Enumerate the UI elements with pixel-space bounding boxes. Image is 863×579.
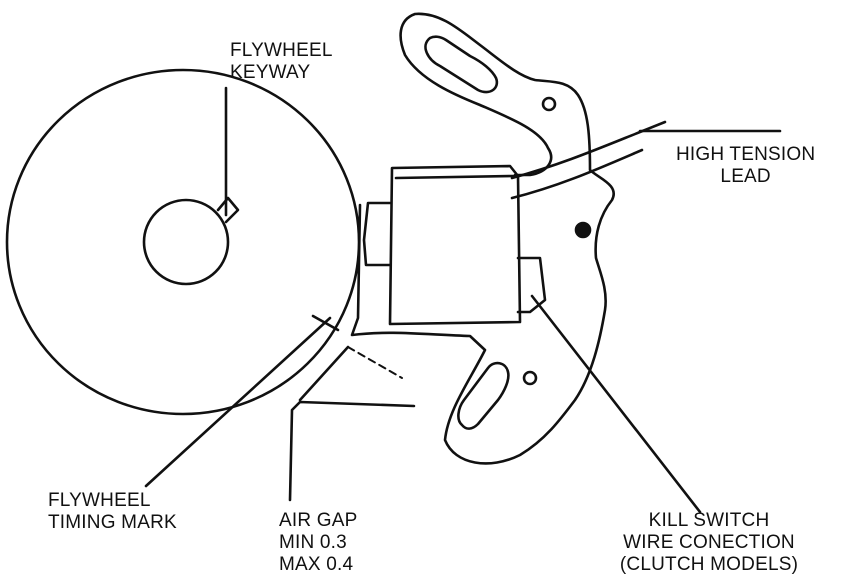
air-gap-leader bbox=[288, 400, 416, 502]
label-high-tension-line2: LEAD bbox=[720, 166, 771, 187]
label-timing-mark-line1: FLYWHEEL bbox=[48, 490, 151, 511]
label-air-gap: AIR GAP MIN 0.3 MAX 0.4 bbox=[279, 510, 357, 576]
label-flywheel-keyway-line2: KEYWAY bbox=[230, 62, 311, 83]
high-tension-lead-edge bbox=[510, 148, 644, 200]
kill-switch-leader bbox=[530, 294, 702, 514]
bracket-slot-bottom bbox=[457, 361, 510, 430]
label-air-gap-line1: AIR GAP bbox=[279, 510, 358, 531]
flywheel bbox=[5, 68, 361, 416]
flywheel-keyway bbox=[216, 196, 240, 224]
bracket-rivet-middle bbox=[574, 221, 592, 239]
bracket-rivet-bottom bbox=[522, 370, 538, 386]
label-timing-mark-line2: TIMING MARK bbox=[48, 512, 177, 533]
label-high-tension-line1: HIGH TENSION bbox=[676, 144, 816, 165]
ignition-coil-top-edge bbox=[394, 174, 516, 180]
label-flywheel-keyway: FLYWHEEL KEYWAY bbox=[230, 40, 333, 84]
high-tension-lead bbox=[510, 120, 667, 180]
bracket-rivet-top bbox=[541, 96, 557, 112]
label-air-gap-line2: MIN 0.3 bbox=[279, 532, 347, 553]
label-flywheel-keyway-line1: FLYWHEEL bbox=[230, 40, 333, 61]
label-kill-switch-line1: KILL SWITCH bbox=[648, 510, 770, 531]
ignition-coil-body bbox=[388, 164, 522, 326]
bracket-slot-top bbox=[424, 35, 499, 94]
timing-mark-leader bbox=[144, 316, 332, 488]
mounting-bracket bbox=[350, 12, 615, 465]
label-kill-switch-line2: WIRE CONECTION bbox=[623, 532, 795, 553]
label-flywheel-timing-mark: FLYWHEEL TIMING MARK bbox=[48, 490, 177, 534]
kill-switch-terminal bbox=[516, 256, 547, 314]
air-gap-face bbox=[298, 345, 350, 402]
label-kill-switch: KILL SWITCH WIRE CONECTION (CLUTCH MODEL… bbox=[594, 510, 824, 576]
flywheel-hub-bore bbox=[142, 198, 230, 286]
label-high-tension-lead: HIGH TENSION LEAD bbox=[676, 144, 815, 188]
label-air-gap-line3: MAX 0.4 bbox=[279, 554, 354, 575]
air-gap-line bbox=[347, 346, 403, 379]
label-kill-switch-line3: (CLUTCH MODELS) bbox=[619, 554, 799, 575]
coil-core-left-leg bbox=[362, 201, 392, 267]
